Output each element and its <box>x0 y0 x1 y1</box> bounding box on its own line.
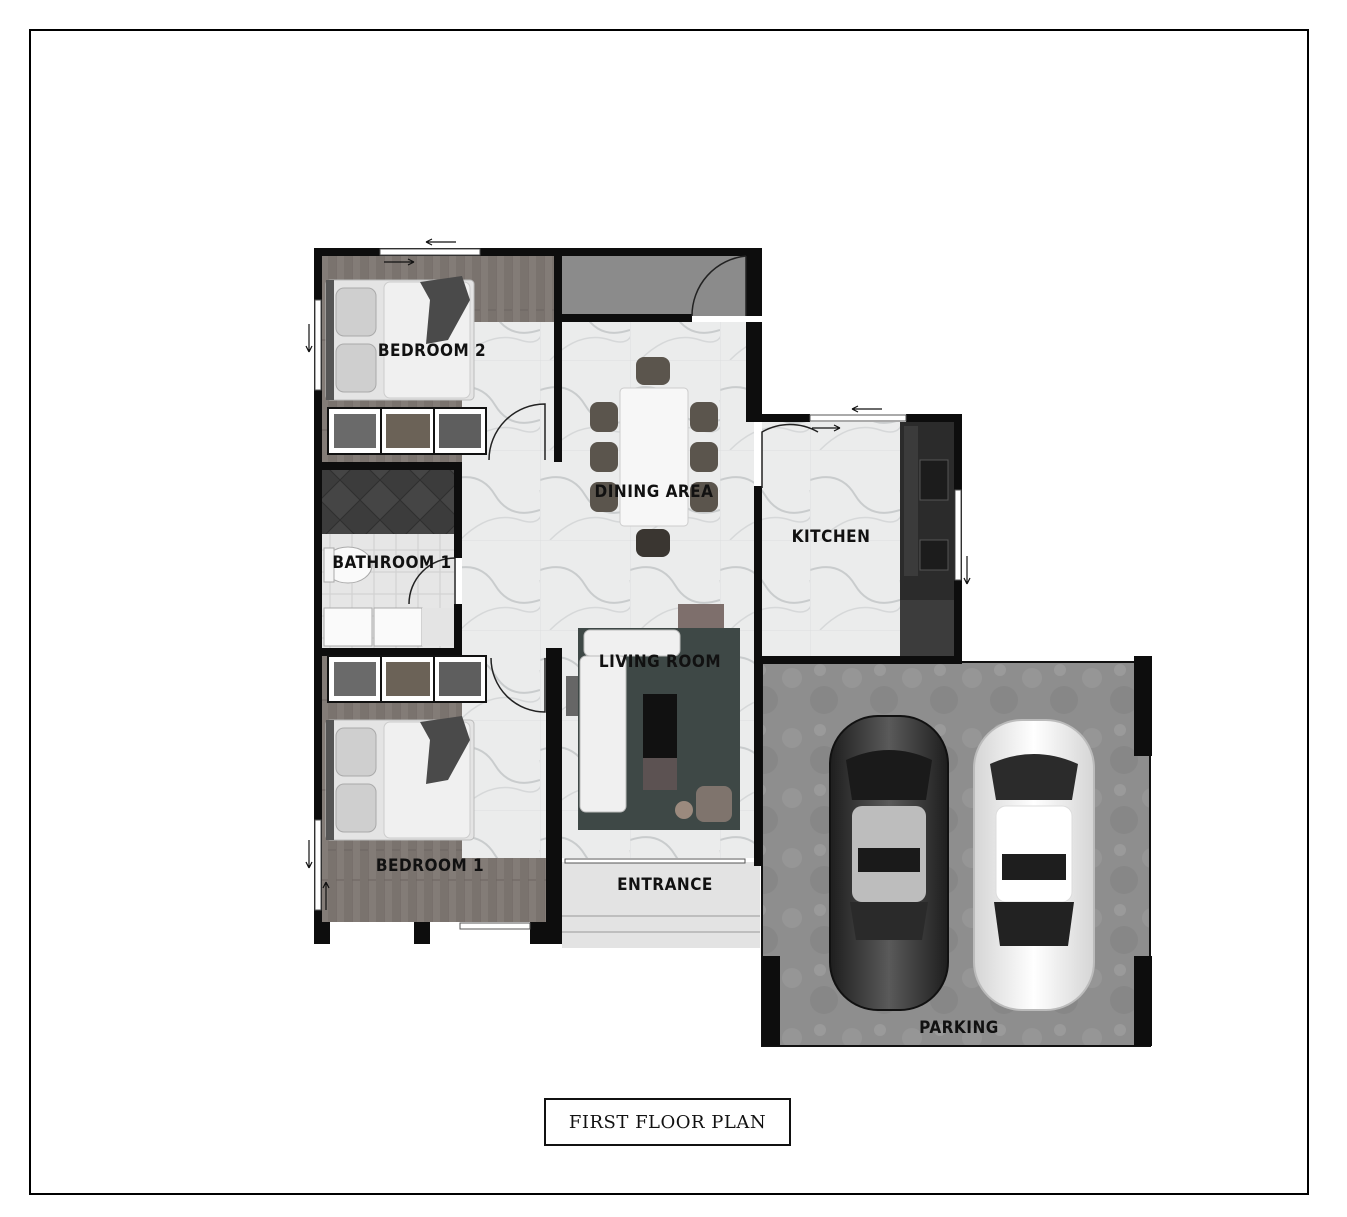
windows <box>314 248 962 930</box>
bathroom-fixtures <box>323 546 454 647</box>
plan-title: FIRST FLOOR PLAN <box>568 1111 767 1133</box>
room-label-dining: DINING AREA <box>594 482 714 502</box>
living-room-set <box>566 604 740 830</box>
service-yard-floor <box>562 256 746 316</box>
room-label-bedroom2: BEDROOM 2 <box>377 341 487 361</box>
drawing-border <box>29 29 1309 1195</box>
kitchen-counter <box>900 422 954 656</box>
room-label-parking: PARKING <box>919 1018 999 1038</box>
room-label-entrance: ENTRANCE <box>617 875 713 895</box>
car-white <box>973 719 1095 1011</box>
room-label-bathroom1: BATHROOM 1 <box>332 553 452 573</box>
door-swings <box>408 255 819 713</box>
window-arrows <box>305 238 971 910</box>
room-label-living: LIVING ROOM <box>598 652 722 672</box>
walls <box>314 248 1152 1046</box>
bathroom-shower-floor <box>322 470 454 534</box>
bedroom2-bed <box>325 276 475 401</box>
room-label-bedroom1: BEDROOM 1 <box>375 856 485 876</box>
plan-title-box: FIRST FLOOR PLAN <box>544 1098 791 1146</box>
bedroom1-wardrobe <box>327 655 487 703</box>
car-dark <box>829 715 949 1011</box>
bedroom1-bed <box>325 716 475 841</box>
dining-table-set <box>590 357 718 557</box>
bedroom2-wardrobe <box>327 407 487 455</box>
room-label-kitchen: KITCHEN <box>791 527 871 547</box>
entrance-floor <box>562 862 760 948</box>
